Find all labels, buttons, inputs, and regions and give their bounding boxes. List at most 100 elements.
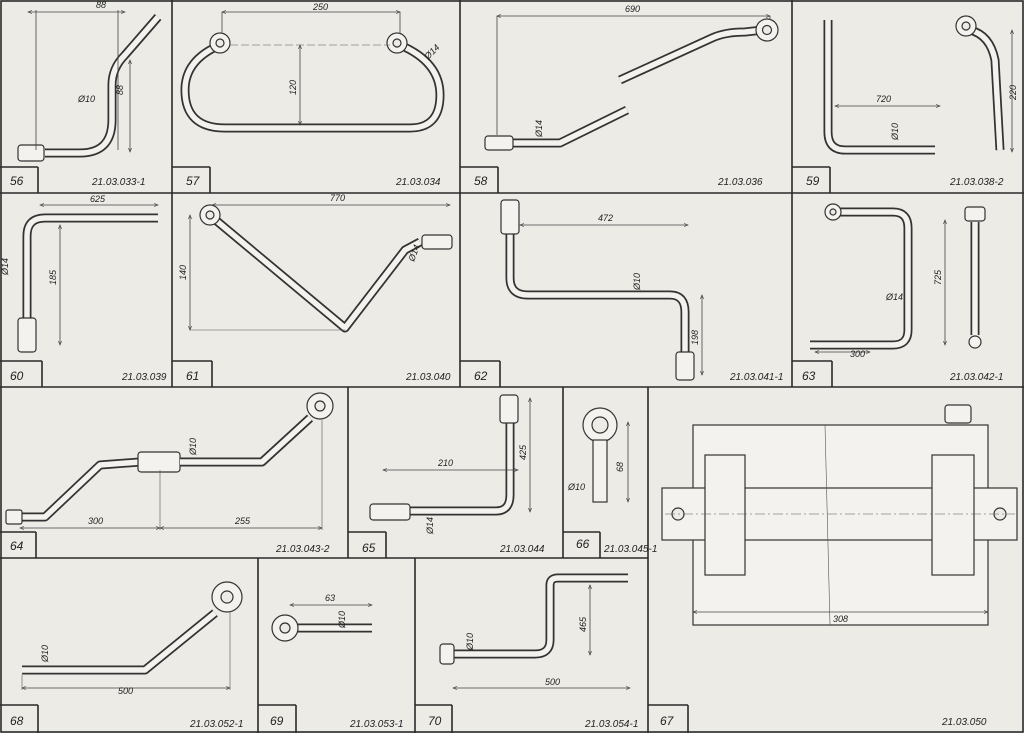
dim-63: 63 [325,593,335,603]
figure-59: 720 Ø10 220 59 21.03.038-2 [806,15,1018,188]
figure-number: 70 [428,714,442,728]
figure-56: 88 88 Ø10 56 21.03.033-1 [10,0,162,188]
part-code: 21.03.036 [717,177,763,188]
clamp-nut [944,404,972,424]
part-code: 21.03.053-1 [349,719,403,730]
figure-61: 770 140 Ø14 61 21.03.040 [178,193,453,383]
dim-255: 255 [234,516,251,526]
dim-diameter: Ø10 [632,273,642,291]
pipe-end-fitting [484,135,514,151]
part-code: 21.03.034 [395,177,441,188]
figure-63: Ø14 300 725 63 21.03.042-1 [802,203,1003,383]
dim-diameter: Ø10 [188,438,198,456]
dim-diameter: Ø10 [337,611,347,629]
dim-diameter: Ø10 [567,482,585,492]
dim-diameter: Ø10 [77,94,95,104]
figure-70: Ø10 465 500 70 21.03.054-1 [428,573,638,730]
dim-725: 725 [933,269,943,285]
pipe-coupling [137,451,181,473]
pipe-end-fitting [17,317,37,353]
figure-number: 60 [10,369,24,383]
pipe-stub [592,439,608,503]
dim-425: 425 [518,444,528,460]
figure-64: Ø10 300 255 64 21.03.043-2 [5,392,334,555]
dim-88-horizontal: 88 [96,0,106,10]
pipe-end-fitting-bottom [675,351,695,381]
figure-number: 61 [186,369,199,383]
dim-720: 720 [876,94,891,104]
clamp-left [704,454,746,576]
part-code: 21.03.040 [405,372,451,383]
dim-500: 500 [118,686,133,696]
dim-210: 210 [437,458,453,468]
part-code: 21.03.052-1 [189,719,243,730]
part-code: 21.03.044 [499,544,545,555]
dim-500: 500 [545,677,560,687]
pipe-end-fitting-top [500,199,520,235]
dim-diameter: Ø14 [0,258,10,276]
dim-472: 472 [598,213,613,223]
figure-62: 472 Ø10 198 62 21.03.041-1 [474,199,783,383]
part-code: 21.03.045-1 [603,544,657,555]
figure-65: 210 425 Ø14 65 21.03.044 [362,394,545,555]
dim-300: 300 [850,349,865,359]
figure-number: 68 [10,714,24,728]
figure-number: 62 [474,369,488,383]
figure-number: 59 [806,174,820,188]
figure-number: 56 [10,174,24,188]
dim-308: 308 [833,614,848,624]
dim-diameter: Ø14 [885,292,903,302]
dim-88-vertical: 88 [115,85,125,95]
figure-67: 308 67 21.03.050 [660,404,1018,728]
clamp-right [931,454,975,576]
dim-diameter: Ø10 [465,633,475,651]
figure-number: 67 [660,714,675,728]
dim-120: 120 [288,80,298,95]
figure-number: 57 [186,174,201,188]
pipe-end-fitting [369,503,411,521]
dim-diameter: Ø14 [534,120,544,138]
figure-number: 58 [474,174,488,188]
dim-690: 690 [625,4,640,14]
pipe-top-fitting [499,394,519,424]
dim-140: 140 [178,265,188,280]
dim-68: 68 [615,462,625,472]
figure-number: 66 [576,537,590,551]
pipe-end-fitting [439,643,455,665]
pipe-end-fitting [5,509,23,525]
part-code: 21.03.041-1 [729,372,783,383]
dim-185: 185 [48,269,58,285]
side-view-fitting [964,206,986,222]
dim-diameter: Ø14 [425,517,435,535]
figure-57: 250 120 Ø14 57 21.03.034 [180,2,445,188]
figure-66: 68 Ø10 66 21.03.045-1 [567,407,657,555]
pipe-end-fitting [17,144,45,162]
pipe-end-fitting [421,234,453,250]
part-code: 21.03.050 [941,717,987,728]
figure-number: 65 [362,541,376,555]
figure-number: 69 [270,714,284,728]
figure-number: 64 [10,539,24,553]
dim-625: 625 [90,194,106,204]
figure-number: 63 [802,369,816,383]
dim-250: 250 [312,2,328,12]
figure-58: 690 Ø14 58 21.03.036 [474,4,779,188]
dim-198: 198 [690,330,700,345]
dim-465: 465 [578,616,588,632]
figure-60: 625 185 Ø14 60 21.03.039 [0,194,167,383]
dim-diameter: Ø10 [40,645,50,663]
part-code: 21.03.033-1 [91,177,145,188]
dim-diameter: Ø10 [890,123,900,141]
part-code: 21.03.038-2 [949,177,1004,188]
part-code: 21.03.042-1 [949,372,1003,383]
part-code: 21.03.039 [121,372,167,383]
dim-220: 220 [1008,85,1018,101]
dim-770: 770 [330,193,345,203]
figure-68: Ø10 500 68 21.03.052-1 [10,581,243,730]
part-code: 21.03.054-1 [584,719,638,730]
dim-300: 300 [88,516,103,526]
part-code: 21.03.043-2 [275,544,330,555]
figure-69: 63 Ø10 69 21.03.053-1 [270,593,403,730]
